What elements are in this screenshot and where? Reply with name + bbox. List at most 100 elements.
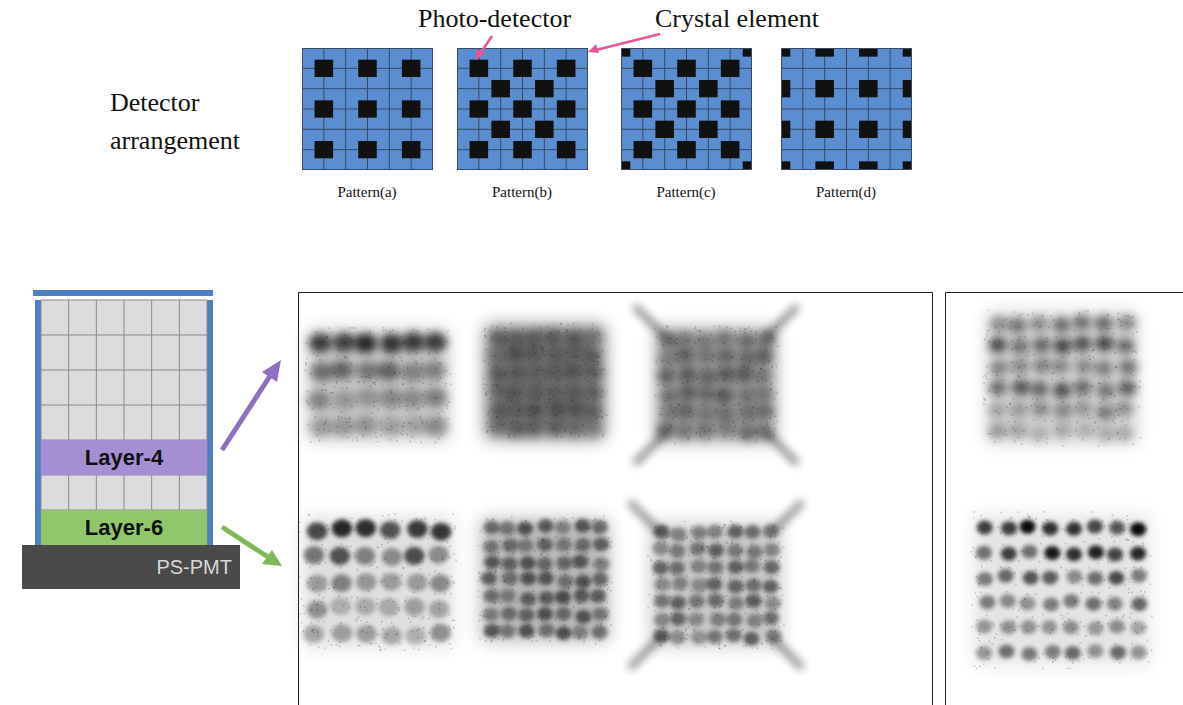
- noise-dot: [606, 601, 608, 603]
- noise-dot: [440, 377, 442, 379]
- noise-dot: [770, 604, 772, 606]
- crystal-spot: [307, 574, 328, 592]
- noise-dot: [665, 614, 667, 616]
- noise-dot: [776, 367, 778, 369]
- noise-dot: [765, 380, 767, 382]
- noise-dot: [679, 378, 681, 380]
- noise-dot: [756, 432, 758, 434]
- crystal-spot: [670, 612, 686, 626]
- noise-dot: [301, 598, 303, 600]
- crystal-spot: [989, 337, 1007, 353]
- crystal-frame: [303, 49, 433, 170]
- noise-dot: [737, 552, 739, 554]
- noise-dot: [522, 328, 524, 330]
- noise-dot: [484, 360, 486, 362]
- noise-dot: [712, 355, 714, 357]
- noise-dot: [413, 564, 415, 566]
- crystal-spot: [1053, 423, 1071, 439]
- crystal-spot: [555, 607, 571, 621]
- crystal-spot: [593, 607, 609, 621]
- noise-dot: [771, 638, 773, 640]
- noise-dot: [352, 340, 354, 342]
- noise-dot: [312, 589, 314, 591]
- noise-dot: [726, 327, 728, 329]
- noise-dot: [502, 575, 504, 577]
- noise-dot: [722, 390, 724, 392]
- noise-dot: [611, 581, 613, 583]
- noise-dot: [663, 541, 665, 543]
- crystal-spot: [507, 329, 525, 345]
- noise-dot: [491, 418, 493, 420]
- noise-dot: [312, 531, 314, 533]
- crystal-frame: [782, 49, 912, 170]
- crystal-spot: [726, 628, 742, 642]
- noise-dot: [701, 557, 703, 559]
- noise-dot: [492, 426, 494, 428]
- flood-ground: [308, 330, 448, 440]
- noise-dot: [407, 349, 409, 351]
- noise-dot: [485, 640, 487, 642]
- noise-dot: [386, 428, 388, 430]
- crystal-spot: [590, 589, 606, 603]
- noise-dot: [400, 432, 402, 434]
- photo-detector: [513, 60, 532, 77]
- noise-dot: [715, 576, 717, 578]
- noise-dot: [484, 601, 486, 603]
- noise-dot: [364, 607, 366, 609]
- noise-dot: [299, 531, 301, 533]
- reflector: [35, 300, 41, 545]
- noise-dot: [579, 633, 581, 635]
- crystal-border: [708, 48, 709, 170]
- noise-dot: [366, 376, 368, 378]
- noise-dot: [384, 537, 386, 539]
- noise-dot: [381, 385, 383, 387]
- noise-dot: [567, 325, 569, 327]
- noise-dot: [697, 617, 699, 619]
- noise-dot: [568, 538, 570, 540]
- crystal-spot: [676, 403, 694, 419]
- noise-dot: [484, 554, 486, 556]
- noise-dot: [367, 590, 369, 592]
- crystal-spot: [485, 348, 503, 364]
- crystal-spot: [1072, 314, 1090, 330]
- noise-dot: [766, 624, 768, 626]
- noise-dot: [477, 596, 479, 598]
- photo-detector: [358, 60, 377, 77]
- noise-dot: [588, 558, 590, 560]
- photo-detector: [655, 80, 674, 97]
- noise-dot: [783, 546, 785, 548]
- noise-dot: [684, 332, 686, 334]
- noise-dot: [371, 412, 373, 414]
- crystal-spot: [575, 519, 591, 533]
- flood-histogram: [304, 327, 451, 444]
- noise-dot: [668, 567, 670, 569]
- noise-dot: [582, 424, 584, 426]
- noise-dot: [736, 543, 738, 545]
- noise-dot: [422, 382, 424, 384]
- noise-dot: [565, 592, 567, 594]
- noise-dot: [748, 584, 750, 586]
- crystal-spot: [691, 526, 707, 540]
- noise-dot: [541, 539, 543, 541]
- noise-dot: [761, 377, 763, 379]
- noise-dot: [390, 362, 392, 364]
- noise-dot: [373, 401, 375, 403]
- noise-dot: [774, 608, 776, 610]
- crystal-spot: [428, 546, 449, 564]
- noise-dot: [774, 624, 776, 626]
- noise-dot: [564, 602, 566, 604]
- noise-dot: [655, 336, 657, 338]
- crystal-spot: [707, 561, 723, 575]
- noise-dot: [565, 351, 567, 353]
- noise-dot: [313, 352, 315, 354]
- noise-dot: [755, 331, 757, 333]
- crystal-spot: [707, 630, 723, 644]
- noise-dot: [313, 364, 315, 366]
- noise-dot: [493, 601, 495, 603]
- noise-dot: [723, 596, 725, 598]
- crystal-spot: [708, 594, 724, 608]
- noise-dot: [520, 413, 522, 415]
- noise-dot: [531, 636, 533, 638]
- noise-dot: [377, 547, 379, 549]
- noise-dot: [507, 621, 509, 623]
